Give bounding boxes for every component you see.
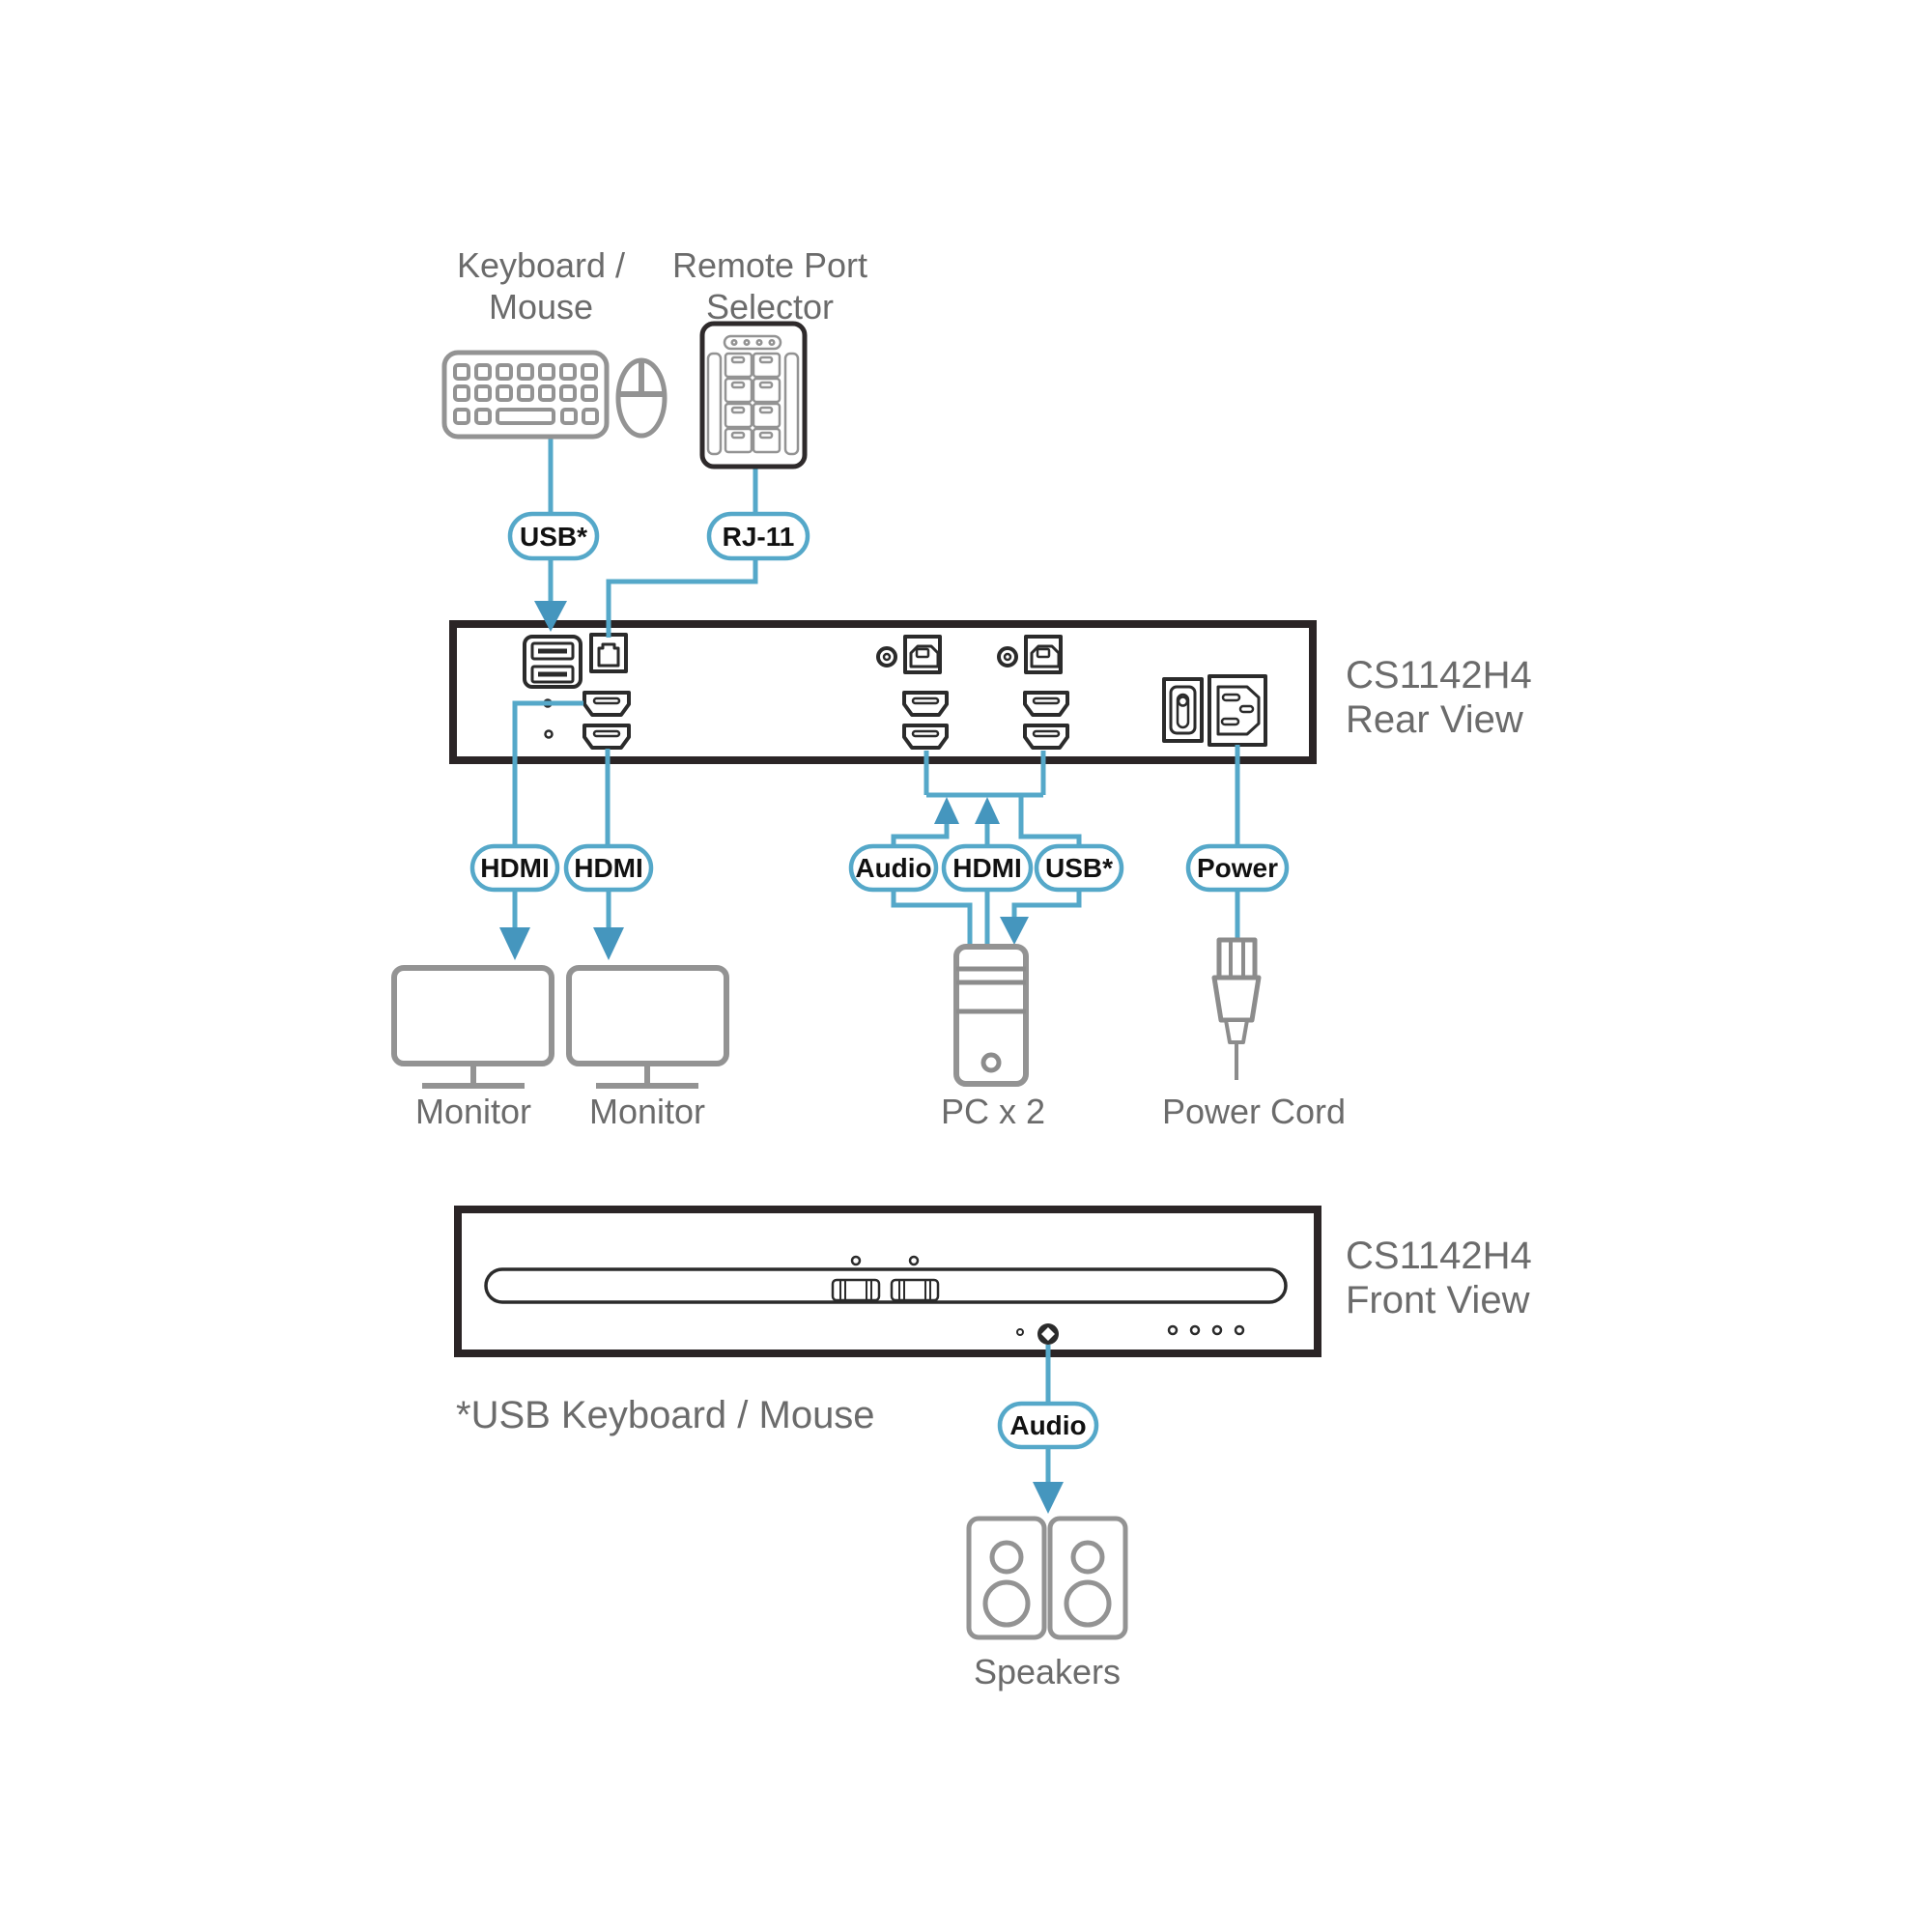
pill-rj11-label: RJ-11	[723, 522, 795, 552]
power-switch	[1162, 677, 1204, 743]
hdmi-pc-port	[902, 691, 949, 717]
arrow-into-device	[534, 601, 567, 632]
audio-jack-center	[882, 652, 892, 662]
pill-audio-pc-label: Audio	[855, 853, 931, 883]
hdmi-pc-port	[1023, 691, 1069, 717]
button-led-2	[908, 1255, 920, 1266]
rear-model-label: CS1142H4	[1346, 654, 1532, 696]
monitor1-icon	[391, 965, 554, 1089]
pc-power-button	[980, 1052, 1002, 1073]
usb-footnote: *USB Keyboard / Mouse	[456, 1394, 875, 1436]
cable-usb-pc	[1011, 890, 1082, 919]
cable-pills: USB* RJ-11 HDMI HDMI Audio HDMI USB* Po	[469, 511, 1290, 1450]
usb-b-port	[1024, 635, 1063, 674]
front-view-label: Front View	[1346, 1279, 1530, 1321]
hdmi-pc-port	[1023, 724, 1069, 750]
rear-device-panel	[449, 620, 1317, 764]
front-dot	[1016, 1328, 1024, 1336]
pill-hdmi-pc: HDMI	[941, 843, 1034, 893]
speakers-icon	[966, 1516, 1128, 1640]
pc2-port-group	[997, 635, 1069, 750]
pill-usb-pc-label: USB*	[1045, 853, 1113, 883]
usb-a-console-port	[523, 635, 582, 689]
pill-usb-console-label: USB*	[520, 522, 587, 552]
arrow-audio-up	[934, 797, 959, 824]
monitor1-label: Monitor	[415, 1092, 531, 1131]
hdmi-pc-port	[902, 724, 949, 750]
front-device-panel	[454, 1206, 1321, 1357]
pill-audio-pc: Audio	[848, 843, 939, 893]
pill-power: Power	[1185, 843, 1290, 893]
text-labels: Keyboard / Mouse Remote Port Selector CS…	[415, 245, 1532, 1691]
pill-audio-front: Audio	[997, 1401, 1099, 1450]
remote-selector-label-line2: Selector	[706, 287, 834, 327]
pc-tower-icon	[953, 944, 1029, 1087]
connection-lines	[512, 437, 1240, 1484]
keyboard-mouse-label-line1: Keyboard /	[457, 245, 625, 285]
pill-hdmi-pc-label: HDMI	[952, 853, 1022, 883]
status-led	[1211, 1324, 1223, 1336]
monitor2-label: Monitor	[589, 1092, 705, 1131]
button-led-1	[850, 1255, 862, 1266]
arrow-to-monitor2	[593, 927, 624, 960]
arrow-to-speakers	[1033, 1482, 1064, 1514]
front-audio-jack	[1037, 1323, 1059, 1345]
keyboard-mouse-label-line2: Mouse	[489, 287, 593, 327]
usb-b-port	[903, 635, 942, 674]
pill-hdmi-monitor2: HDMI	[563, 843, 654, 893]
mouse-icon	[615, 357, 668, 439]
arrow-hdmi-up	[975, 797, 1000, 824]
pill-hdmi-monitor1-label: HDMI	[480, 853, 550, 883]
cable-usb-drop	[1018, 795, 1082, 847]
pill-usb-console: USB*	[507, 511, 600, 561]
rear-view-label: Rear View	[1346, 698, 1523, 741]
remote-port-selector-icon	[699, 321, 808, 469]
front-model-label: CS1142H4	[1346, 1235, 1532, 1277]
audio-jack	[997, 646, 1018, 668]
screw-hole	[544, 729, 554, 739]
cable-audio-pc	[891, 890, 973, 949]
power-cord-label: Power Cord	[1162, 1092, 1346, 1131]
pill-usb-pc: USB*	[1034, 843, 1124, 893]
selector-buttons[interactable]	[724, 352, 781, 454]
rj11-port	[589, 633, 628, 673]
hdmi-console-port-2	[582, 724, 631, 750]
status-led	[1234, 1324, 1245, 1336]
hdmi-console-port-1	[582, 691, 631, 717]
arrow-to-monitor1	[499, 927, 530, 960]
pill-power-label: Power	[1197, 853, 1278, 883]
keyboard-icon	[441, 350, 610, 440]
power-inlet	[1208, 674, 1267, 747]
port-select-button-2[interactable]	[890, 1278, 940, 1302]
pill-hdmi-monitor1: HDMI	[469, 843, 560, 893]
cable-rj11-device	[606, 558, 758, 638]
audio-jack	[876, 646, 897, 668]
cable-audio-up	[891, 823, 950, 847]
speakers-label: Speakers	[974, 1652, 1121, 1691]
arrowheads	[499, 601, 1064, 1514]
arrow-usb-to-pc	[1000, 917, 1029, 945]
audio-jack-center	[1003, 652, 1012, 662]
status-led	[1167, 1324, 1179, 1336]
pc-label: PC x 2	[941, 1092, 1045, 1131]
front-panel-bar	[484, 1267, 1288, 1304]
monitor2-icon	[566, 965, 729, 1089]
pill-audio-front-label: Audio	[1009, 1410, 1086, 1440]
pill-rj11: RJ-11	[706, 511, 810, 561]
power-cord-icon	[1211, 937, 1262, 1080]
pc1-port-group	[876, 635, 949, 750]
remote-selector-label-line1: Remote Port	[672, 245, 867, 285]
status-led	[1189, 1324, 1201, 1336]
cable-hdmi-monitor1	[512, 700, 583, 847]
port-select-button-1[interactable]	[831, 1278, 881, 1302]
pill-hdmi-monitor2-label: HDMI	[574, 853, 643, 883]
